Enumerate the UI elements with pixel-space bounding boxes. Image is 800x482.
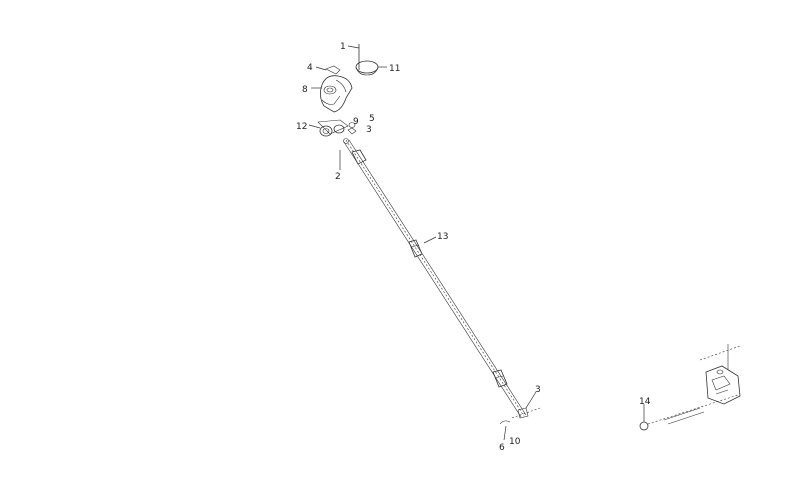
- lower-axis-line: [511, 407, 541, 419]
- part-14-ball: [639, 421, 649, 431]
- callout-labels: 1 11 4 8 5 9 3 12 2 13 3 6 10 14: [296, 42, 651, 453]
- shaft-edge-left: [343, 141, 522, 418]
- callout-3-lower: 3: [535, 385, 541, 395]
- callout-1: 1: [340, 42, 346, 52]
- lower-universal-joint: [492, 369, 508, 388]
- leader-12: [308, 124, 321, 129]
- steering-shaft: [343, 138, 541, 425]
- linkage-rod: [663, 407, 705, 425]
- part-8-housing: [320, 75, 353, 113]
- part-8-rib: [335, 79, 347, 93]
- leader-4: [315, 66, 327, 71]
- callout-2: 2: [335, 172, 341, 182]
- callout-4: 4: [307, 63, 313, 73]
- callout-5: 5: [369, 114, 375, 124]
- callout-14: 14: [639, 397, 651, 407]
- callout-11: 11: [389, 64, 400, 74]
- callout-8: 8: [302, 85, 308, 95]
- shaft-centerline: [345, 139, 525, 417]
- callout-9: 9: [353, 117, 359, 127]
- leader-6: [503, 425, 507, 441]
- part-13-coupler-rib: [410, 244, 420, 248]
- part-11-cap-edge: [355, 66, 379, 76]
- part-4-nut: [325, 65, 341, 75]
- part-8-bore-inner: [326, 87, 334, 93]
- linkage-bracket-hole: [716, 369, 724, 375]
- part-8-lower: [321, 95, 341, 105]
- lower-end-fitting: [517, 407, 529, 419]
- callout-13: 13: [437, 232, 448, 242]
- shaft-edge-right: [348, 139, 527, 416]
- leader-lines: [308, 45, 645, 441]
- linkage-vertical-axis: [699, 345, 741, 361]
- part-13-coupler: [408, 239, 423, 258]
- upper-flange: [317, 119, 349, 135]
- lower-joint-rib: [494, 375, 504, 379]
- part-9-washer: [333, 124, 345, 134]
- linkage-bracket-detail: [711, 375, 731, 395]
- part-6-clip: [499, 420, 511, 425]
- part-12-bearing-inner: [322, 128, 330, 134]
- leader-1: [347, 45, 360, 49]
- lower-right-linkage: [639, 344, 741, 431]
- upper-joint-pin: [343, 138, 349, 144]
- callout-12: 12: [296, 122, 307, 132]
- callout-6: 6: [499, 443, 505, 453]
- part-12-bearing: [319, 125, 333, 137]
- linkage-axis: [647, 394, 739, 425]
- linkage-bracket: [705, 365, 741, 405]
- upper-universal-joint: [351, 149, 367, 165]
- upper-column-assembly: [317, 44, 379, 137]
- leader-3b: [525, 391, 537, 409]
- part-8-bore: [323, 85, 337, 95]
- leader-13: [423, 236, 437, 244]
- part-3-washer-top: [348, 122, 356, 128]
- part-5-spring: [347, 127, 357, 135]
- callout-3-upper: 3: [366, 125, 372, 135]
- callout-10: 10: [509, 437, 521, 447]
